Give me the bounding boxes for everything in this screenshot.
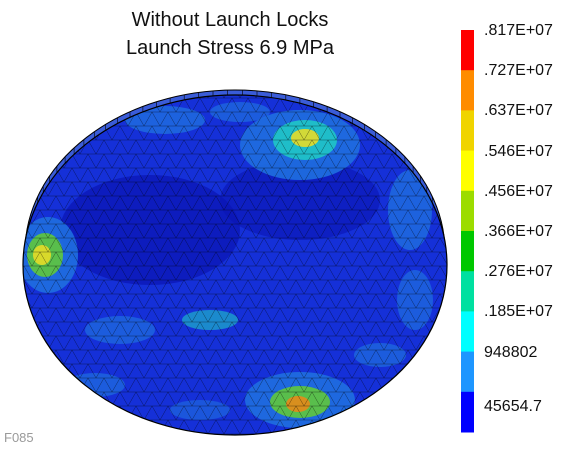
legend-label: .185E+07: [484, 303, 553, 321]
legend-label: 948802: [484, 343, 538, 361]
legend-label: .817E+07: [484, 22, 553, 39]
legend-swatch: [461, 271, 474, 312]
legend-swatch: [461, 391, 474, 433]
legend-swatch: [461, 231, 474, 272]
figure-id: F085: [4, 430, 34, 445]
plate-surface: [23, 95, 447, 435]
plate-outline: [22, 94, 448, 436]
legend-swatch: [461, 110, 474, 152]
legend-label: .546E+07: [484, 142, 553, 160]
legend-swatch: [461, 351, 474, 393]
plot-title-line-1: Without Launch Locks: [131, 9, 329, 31]
legend-label: 45654.7: [484, 397, 542, 415]
legend-label: .456E+07: [484, 182, 553, 200]
legend-swatch: [461, 70, 474, 111]
legend-swatch: [461, 311, 474, 353]
plot-title-line-2: Launch Stress 6.9 MPa: [126, 37, 334, 59]
legend-swatch: [461, 190, 474, 232]
legend-label: .366E+07: [484, 223, 553, 240]
legend-label: .727E+07: [484, 62, 553, 80]
legend-label: .637E+07: [484, 102, 553, 120]
legend-swatch: [461, 150, 474, 192]
legend-color-bar: [461, 30, 474, 433]
legend-label: .276E+07: [484, 263, 553, 281]
legend-swatch: [461, 30, 474, 71]
